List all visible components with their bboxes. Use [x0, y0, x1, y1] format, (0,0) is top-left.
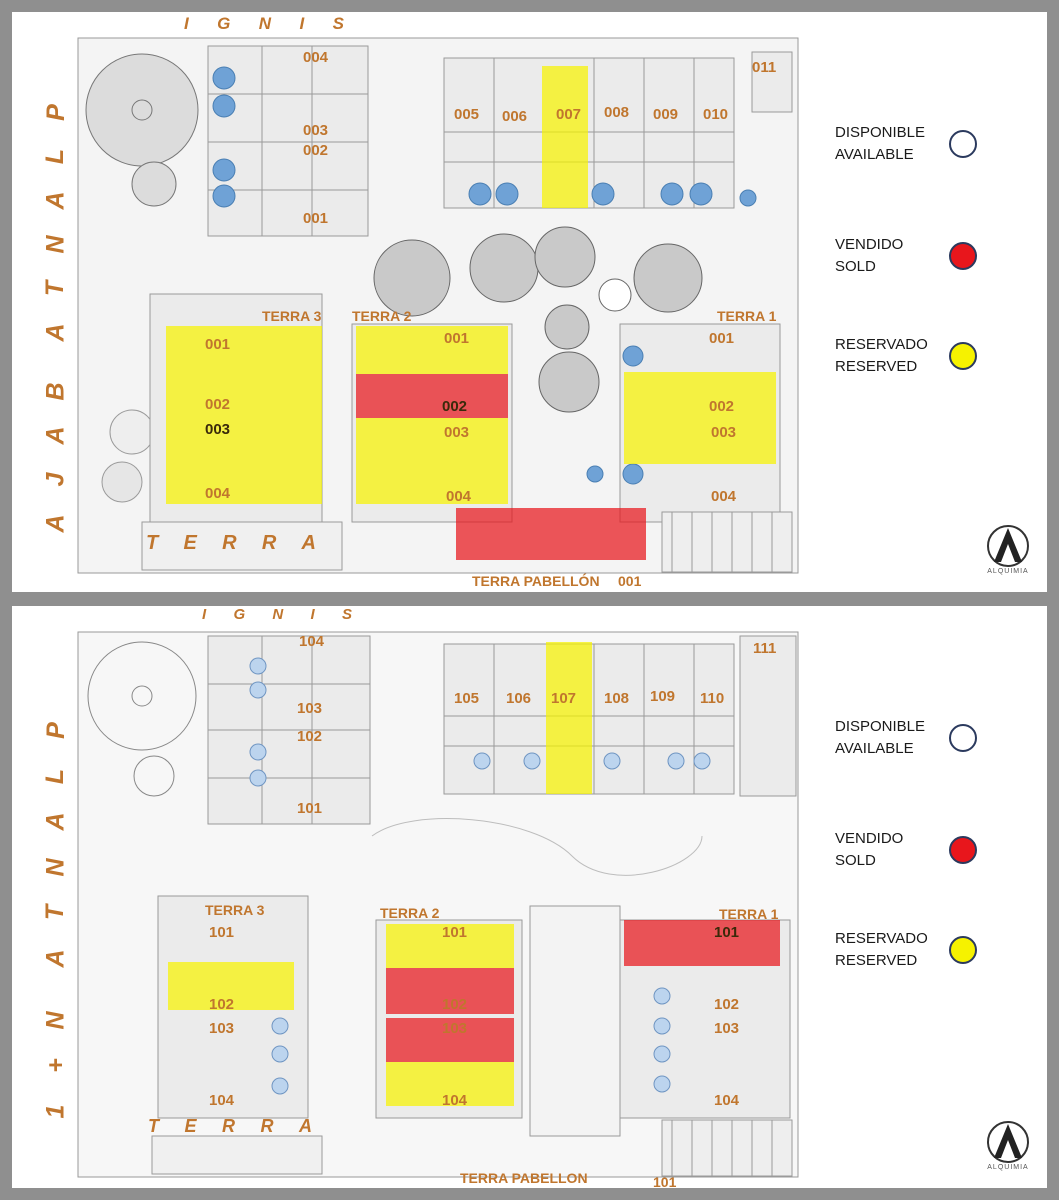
unit-label[interactable]: 102 [297, 728, 323, 745]
block-terra1-label: TERRA 1 [717, 308, 777, 324]
unit-label[interactable]: 103 [714, 1020, 740, 1037]
sold-circle-icon [949, 242, 977, 270]
pabellon-unit-label: 001 [618, 573, 642, 589]
unit-label[interactable]: 004 [303, 49, 329, 66]
reserved-unit-007 [542, 66, 588, 208]
reserved-circle-icon [949, 342, 977, 370]
unit-label[interactable]: 103 [209, 1020, 235, 1037]
sold-terra2-002 [356, 374, 508, 418]
available-circle-icon [949, 130, 977, 158]
unit-label[interactable]: 010 [703, 106, 729, 123]
unit-label[interactable]: 108 [604, 690, 630, 707]
unit-label[interactable]: 102 [442, 996, 468, 1013]
unit-label[interactable]: 102 [714, 996, 740, 1013]
unit-label[interactable]: 002 [442, 398, 468, 415]
ignis-label: I G N I S [184, 14, 344, 33]
pabellon-unit-label: 101 [653, 1174, 677, 1190]
block-terra2-label: TERRA 2 [352, 308, 412, 324]
vertical-title: P L A N T A B A J A [41, 104, 70, 533]
unit-label[interactable]: 110 [700, 690, 725, 707]
unit-label[interactable]: 004 [711, 488, 737, 505]
unit-label[interactable]: 104 [442, 1092, 468, 1109]
block-terra3-label: TERRA 3 [205, 902, 265, 918]
unit-label[interactable]: 009 [653, 106, 679, 123]
alquimia-logo-icon: ALQUIMIA [978, 522, 1038, 584]
unit-label[interactable]: 104 [209, 1092, 235, 1109]
unit-label[interactable]: 002 [205, 396, 231, 413]
ignis-label: I G N I S [202, 606, 352, 623]
unit-label[interactable]: 003 [205, 421, 231, 438]
unit-label[interactable]: 004 [205, 485, 231, 502]
available-circle-icon [949, 724, 977, 752]
unit-label[interactable]: 001 [205, 336, 231, 353]
sold-circle-icon [949, 836, 977, 864]
unit-label[interactable]: 001 [444, 330, 470, 347]
unit-label[interactable]: 102 [209, 996, 235, 1013]
unit-label[interactable]: 103 [442, 1020, 468, 1037]
sold-terra2-103 [386, 1018, 514, 1062]
unit-label[interactable]: 103 [297, 700, 323, 717]
floor-plan-planta-n1: P L A N T A N + 1 I G N I S T E R R A TE… [12, 606, 1047, 1190]
terra-label: T E R R A [148, 1116, 312, 1136]
sold-terra2-102 [386, 968, 514, 1014]
unit-label[interactable]: 003 [711, 424, 737, 441]
unit-label[interactable]: 104 [714, 1092, 740, 1109]
unit-label[interactable]: 001 [303, 210, 329, 227]
block-terra2-label: TERRA 2 [380, 905, 440, 921]
unit-label[interactable]: 101 [442, 924, 468, 941]
unit-label[interactable]: 003 [444, 424, 470, 441]
block-pabellon-label: TERRA PABELLÓN [472, 573, 600, 589]
unit-label[interactable]: 111 [753, 640, 777, 657]
unit-label[interactable]: 107 [551, 690, 577, 707]
floor-plan-planta-baja: P L A N T A B A J A I G N I S T E R R A … [12, 12, 1047, 592]
unit-label[interactable]: 007 [556, 106, 582, 123]
unit-label[interactable]: 004 [446, 488, 472, 505]
unit-label[interactable]: 003 [303, 122, 329, 139]
unit-label[interactable]: 002 [709, 398, 735, 415]
reserved-circle-icon [949, 936, 977, 964]
site-plan-drawing [77, 631, 799, 1178]
unit-label[interactable]: 002 [303, 142, 329, 159]
sold-terra-pabellon-001 [456, 508, 646, 560]
unit-label[interactable]: 104 [299, 633, 325, 650]
reserved-terra3-102 [168, 962, 294, 1010]
unit-label[interactable]: 101 [297, 800, 323, 817]
unit-label[interactable]: 106 [506, 690, 532, 707]
unit-label[interactable]: 008 [604, 104, 630, 121]
unit-label[interactable]: 006 [502, 108, 528, 125]
unit-label[interactable]: 101 [209, 924, 235, 941]
unit-label[interactable]: 105 [454, 690, 480, 707]
unit-label[interactable]: 005 [454, 106, 480, 123]
sold-terra1-101 [624, 920, 780, 966]
block-terra1-label: TERRA 1 [719, 906, 779, 922]
vertical-title: P L A N T A N + 1 [41, 722, 70, 1119]
unit-label[interactable]: 109 [650, 688, 676, 705]
reserved-terra3-units [166, 326, 322, 504]
terra-label: T E R R A [146, 532, 316, 554]
unit-label[interactable]: 101 [714, 924, 740, 941]
unit-label[interactable]: 011 [752, 59, 777, 76]
reserved-unit-107 [546, 642, 592, 794]
block-terra3-label: TERRA 3 [262, 308, 322, 324]
alquimia-logo-icon: ALQUIMIA [978, 1118, 1038, 1180]
block-pabellon-label: TERRA PABELLON [460, 1170, 588, 1186]
site-plan-drawing [77, 37, 799, 574]
unit-label[interactable]: 001 [709, 330, 735, 347]
